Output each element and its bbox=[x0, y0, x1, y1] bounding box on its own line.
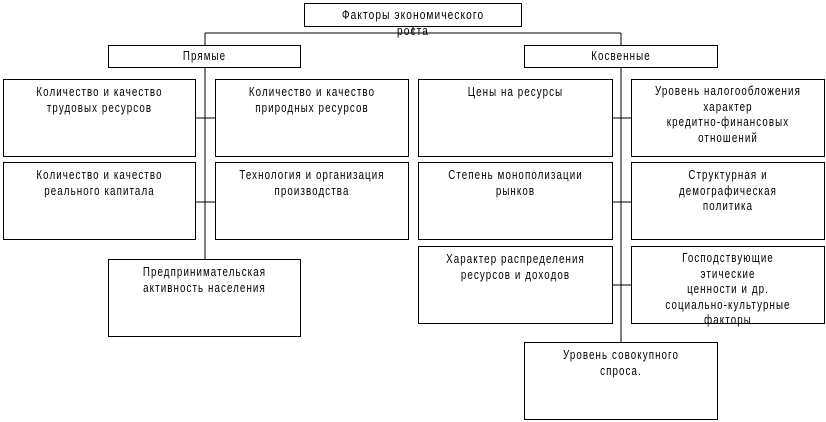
indirect-factor-ethics-label: Господствующие этические ценности и др. … bbox=[665, 251, 791, 327]
indirect-factor-policy-label: Структурная и демографическая политика bbox=[678, 168, 778, 213]
indirect-factor-prices-label: Цены на ресурсы bbox=[467, 85, 564, 99]
indirect-factor-monopolization-label: Степень монополизации рынков bbox=[448, 168, 583, 198]
indirect-factor-policy: Структурная и демографическая политика bbox=[631, 162, 825, 240]
indirect-factor-demand-label: Уровень совокупного спроса. bbox=[562, 348, 680, 378]
indirect-factor-ethics: Господствующие этические ценности и др. … bbox=[631, 246, 825, 327]
direct-header-label: Прямые bbox=[182, 49, 227, 63]
indirect-header: Косвенные bbox=[524, 45, 718, 68]
root-node: Факторы экономического роста bbox=[304, 3, 522, 38]
indirect-header-label: Косвенные bbox=[591, 49, 651, 63]
direct-factor-technology-label: Технология и организация производства bbox=[239, 168, 385, 198]
indirect-factor-distribution-label: Характер распределения ресурсов и доходо… bbox=[446, 252, 585, 282]
direct-header: Прямые bbox=[108, 45, 301, 68]
direct-factor-capital-label: Количество и качество реального капитала bbox=[36, 168, 163, 198]
indirect-factor-taxation-label: Уровень налогообложения характер кредитн… bbox=[655, 84, 801, 145]
direct-factor-labor: Количество и качество трудовых ресурсов bbox=[3, 79, 196, 157]
indirect-factor-prices: Цены на ресурсы bbox=[418, 79, 613, 157]
direct-factor-entrepreneurship: Предпринимательская активность населения bbox=[108, 259, 301, 337]
direct-factor-entrepreneurship-label: Предпринимательская активность населения bbox=[142, 265, 267, 295]
direct-factor-capital: Количество и качество реального капитала bbox=[3, 162, 196, 240]
indirect-factor-monopolization: Степень монополизации рынков bbox=[418, 162, 613, 240]
direct-factor-technology: Технология и организация производства bbox=[215, 162, 409, 240]
direct-factor-natural-label: Количество и качество природных ресурсов bbox=[248, 85, 376, 115]
direct-factor-natural: Количество и качество природных ресурсов bbox=[215, 79, 409, 157]
indirect-factor-demand: Уровень совокупного спроса. bbox=[524, 342, 718, 420]
indirect-factor-taxation: Уровень налогообложения характер кредитн… bbox=[631, 79, 825, 157]
direct-factor-labor-label: Количество и качество трудовых ресурсов bbox=[36, 85, 163, 115]
indirect-factor-distribution: Характер распределения ресурсов и доходо… bbox=[418, 246, 613, 324]
root-label: Факторы экономического роста bbox=[341, 7, 485, 38]
